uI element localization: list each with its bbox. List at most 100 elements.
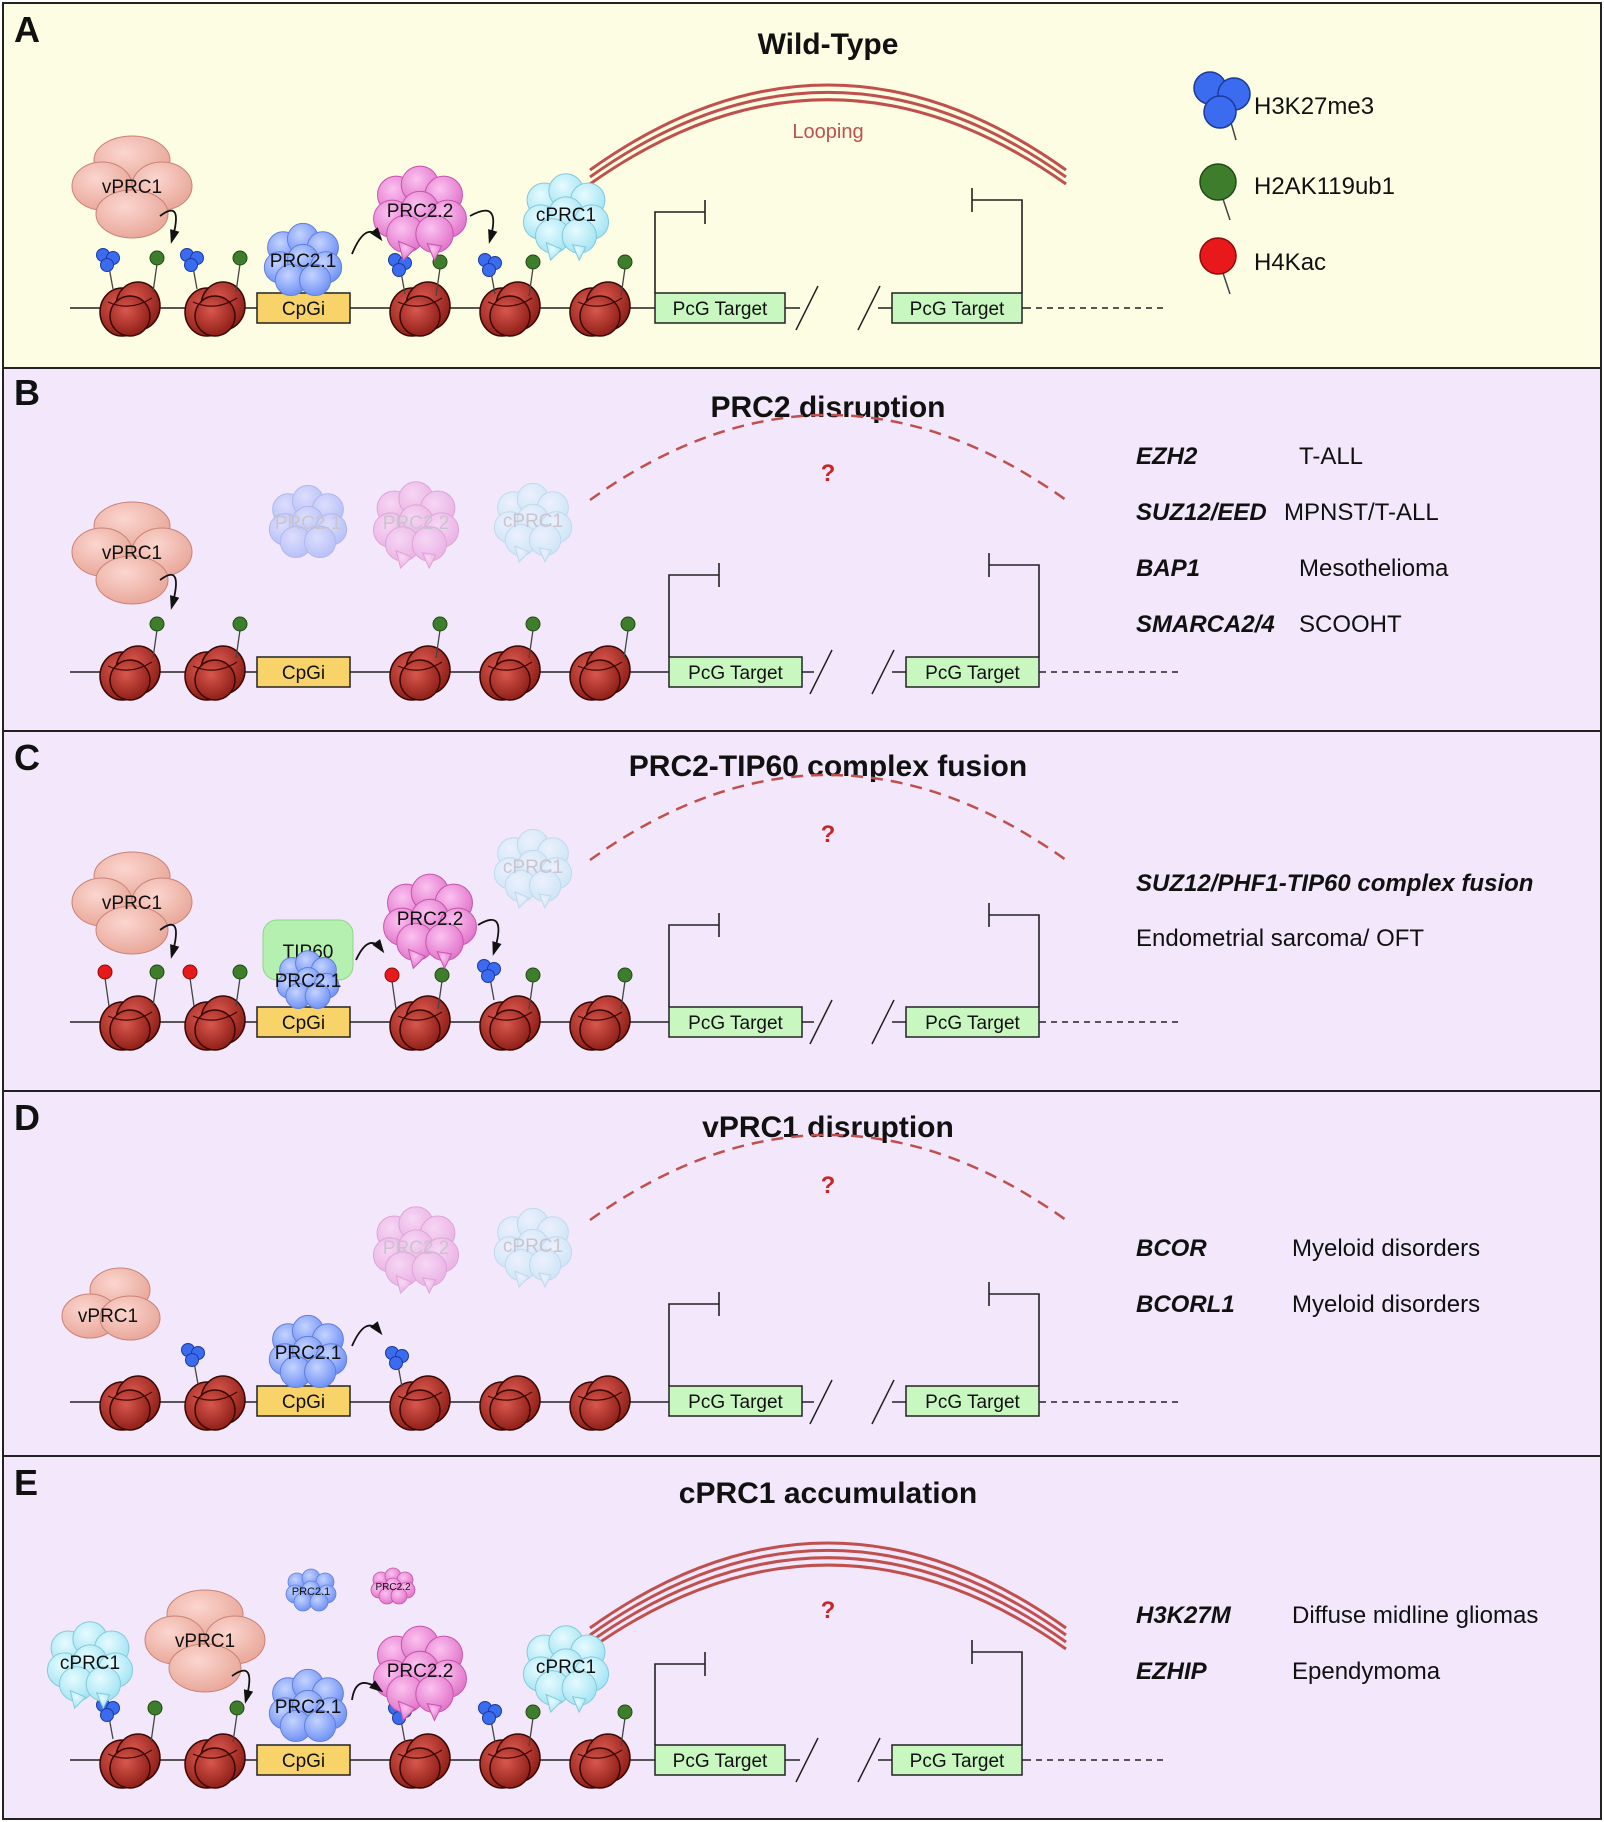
- mark-dot: [232, 616, 248, 632]
- h2ak119ub1-icon: [149, 616, 165, 659]
- mark-dot: [229, 1700, 245, 1716]
- nucleosome-part: [487, 1391, 533, 1401]
- nucleosome-part: [192, 661, 238, 671]
- cpgi-label: CpGi: [282, 663, 325, 684]
- h2ak119ub1-icon: [432, 254, 448, 297]
- h3k27me3-icon: [1193, 71, 1251, 141]
- mark-stem: [235, 977, 241, 1007]
- h2ak119ub1-icon: [525, 1704, 541, 1747]
- gene-name: BAP1: [1136, 555, 1200, 582]
- nucleosome: [389, 995, 451, 1051]
- pcg-target: PcG Target: [891, 292, 1023, 324]
- promoter-arrow: [972, 199, 1023, 293]
- prc21-complex-small: PRC2.1: [285, 1568, 337, 1612]
- prc21-complex: PRC2.1: [268, 1668, 348, 1743]
- prc21-complex-lobe: [304, 525, 337, 559]
- cprc1-complex-lobe: [514, 545, 530, 563]
- prc21-complex: PRC2.1: [263, 222, 343, 297]
- vprc1-label: vPRC1: [102, 893, 162, 914]
- mark-stem: [528, 980, 534, 1010]
- mark-stem: [235, 263, 241, 293]
- nucleosome: [569, 1375, 631, 1431]
- disease-name: Diffuse midline gliomas: [1292, 1602, 1538, 1629]
- cprc1-complex-lobe: [545, 1693, 563, 1714]
- nucleosome: [184, 995, 246, 1051]
- prc22-complex-label: PRC2.2: [383, 513, 450, 534]
- nucleosome-part: [192, 1391, 238, 1401]
- panel-title: PRC2-TIP60 complex fusion: [629, 750, 1027, 783]
- nucleosome-part: [107, 1011, 153, 1021]
- prc22-complex-lobe: [421, 1277, 437, 1295]
- prc21-complex-label: PRC2.1: [275, 1697, 342, 1718]
- mark-dot: [432, 616, 448, 632]
- cpgi-label: CpGi: [282, 299, 325, 320]
- mark-dot: [482, 1711, 496, 1725]
- cprc1-complex-lobe: [545, 241, 563, 262]
- nucleosome: [479, 281, 541, 337]
- prc22-lobe: [390, 1587, 408, 1605]
- vprc1-complex: vPRC1: [71, 135, 193, 239]
- cpgi-box: [256, 292, 351, 324]
- disease-name: Myeloid disorders: [1292, 1235, 1480, 1262]
- prc21-complex-label: PRC2.1: [275, 1343, 342, 1364]
- mark-stem: [437, 980, 443, 1010]
- prc22-complex: PRC2.2: [373, 1625, 467, 1722]
- prc21-complex: PRC2.1: [268, 484, 348, 559]
- pcg-target-label: PcG Target: [925, 1392, 1020, 1413]
- prc21-complex-label: PRC2.1: [275, 971, 342, 992]
- disease-name: MPNST/T-ALL: [1284, 499, 1439, 526]
- pcg-target: PcG Target: [905, 656, 1040, 688]
- promoter-arrow: [668, 574, 719, 657]
- vprc1-complex: vPRC1: [71, 851, 193, 955]
- break-mark: [795, 285, 819, 331]
- h2ak119ub1-icon: [620, 616, 636, 659]
- mark-dot: [147, 1700, 163, 1716]
- nucleosome-part: [107, 297, 153, 307]
- cprc1-complex: cPRC1: [493, 482, 573, 564]
- gene-name: SUZ12/EED: [1136, 499, 1267, 526]
- vprc1-label: vPRC1: [102, 543, 162, 564]
- mark-dot: [149, 616, 165, 632]
- h2ak119ub1-icon: [434, 967, 450, 1010]
- h2ak119ub1-icon: [525, 616, 541, 659]
- pcg-target: PcG Target: [654, 1744, 786, 1776]
- break-mark: [857, 1737, 881, 1783]
- arrow-head: [170, 229, 180, 244]
- gene-name: BCORL1: [1136, 1291, 1235, 1318]
- prc22-complex-small: PRC2.2: [370, 1567, 416, 1605]
- panel-title: cPRC1 accumulation: [679, 1477, 977, 1510]
- nucleosome: [184, 645, 246, 701]
- h3k27me3-icon: [385, 1346, 409, 1388]
- pcg-target-label: PcG Target: [688, 663, 783, 684]
- mark-dot: [432, 254, 448, 270]
- h2ak119ub1-icon: [232, 964, 248, 1007]
- disease-name: Mesothelioma: [1299, 555, 1449, 582]
- nucleosome: [569, 1733, 631, 1789]
- break-mark: [871, 1379, 895, 1425]
- cprc1-complex: cPRC1: [493, 1207, 573, 1289]
- disease-name: Endometrial sarcoma/ OFT: [1136, 925, 1424, 952]
- break-mark: [809, 999, 833, 1045]
- cprc1-complex: cPRC1: [522, 173, 610, 262]
- promoter-arrow: [989, 1293, 1040, 1386]
- break-mark: [871, 649, 895, 695]
- mark-dot: [232, 250, 248, 266]
- prc22-complex-label: PRC2.2: [387, 1661, 454, 1682]
- promoter-arrow: [989, 914, 1040, 1007]
- vprc1-lobe: [99, 1295, 161, 1341]
- pcg-target: PcG Target: [668, 1385, 803, 1417]
- mark-stem: [150, 1713, 156, 1743]
- cprc1-complex: cPRC1: [522, 1625, 610, 1714]
- pcg-target: PcG Target: [905, 1006, 1040, 1038]
- legend: H3K27me3 H2AK119ub1 H4Kac: [1193, 71, 1395, 295]
- prc22-complex-lobe: [421, 552, 437, 570]
- mark-dot: [100, 258, 114, 272]
- cprc1-complex-label: cPRC1: [503, 511, 563, 532]
- prc22-complex-label: PRC2.2: [397, 909, 464, 930]
- cprc1-complex: cPRC1: [46, 1621, 134, 1710]
- h4kac-icon: [97, 964, 113, 1007]
- gene-name: EZHIP: [1136, 1658, 1208, 1685]
- nucleosome: [479, 1375, 541, 1431]
- mark-dot: [232, 964, 248, 980]
